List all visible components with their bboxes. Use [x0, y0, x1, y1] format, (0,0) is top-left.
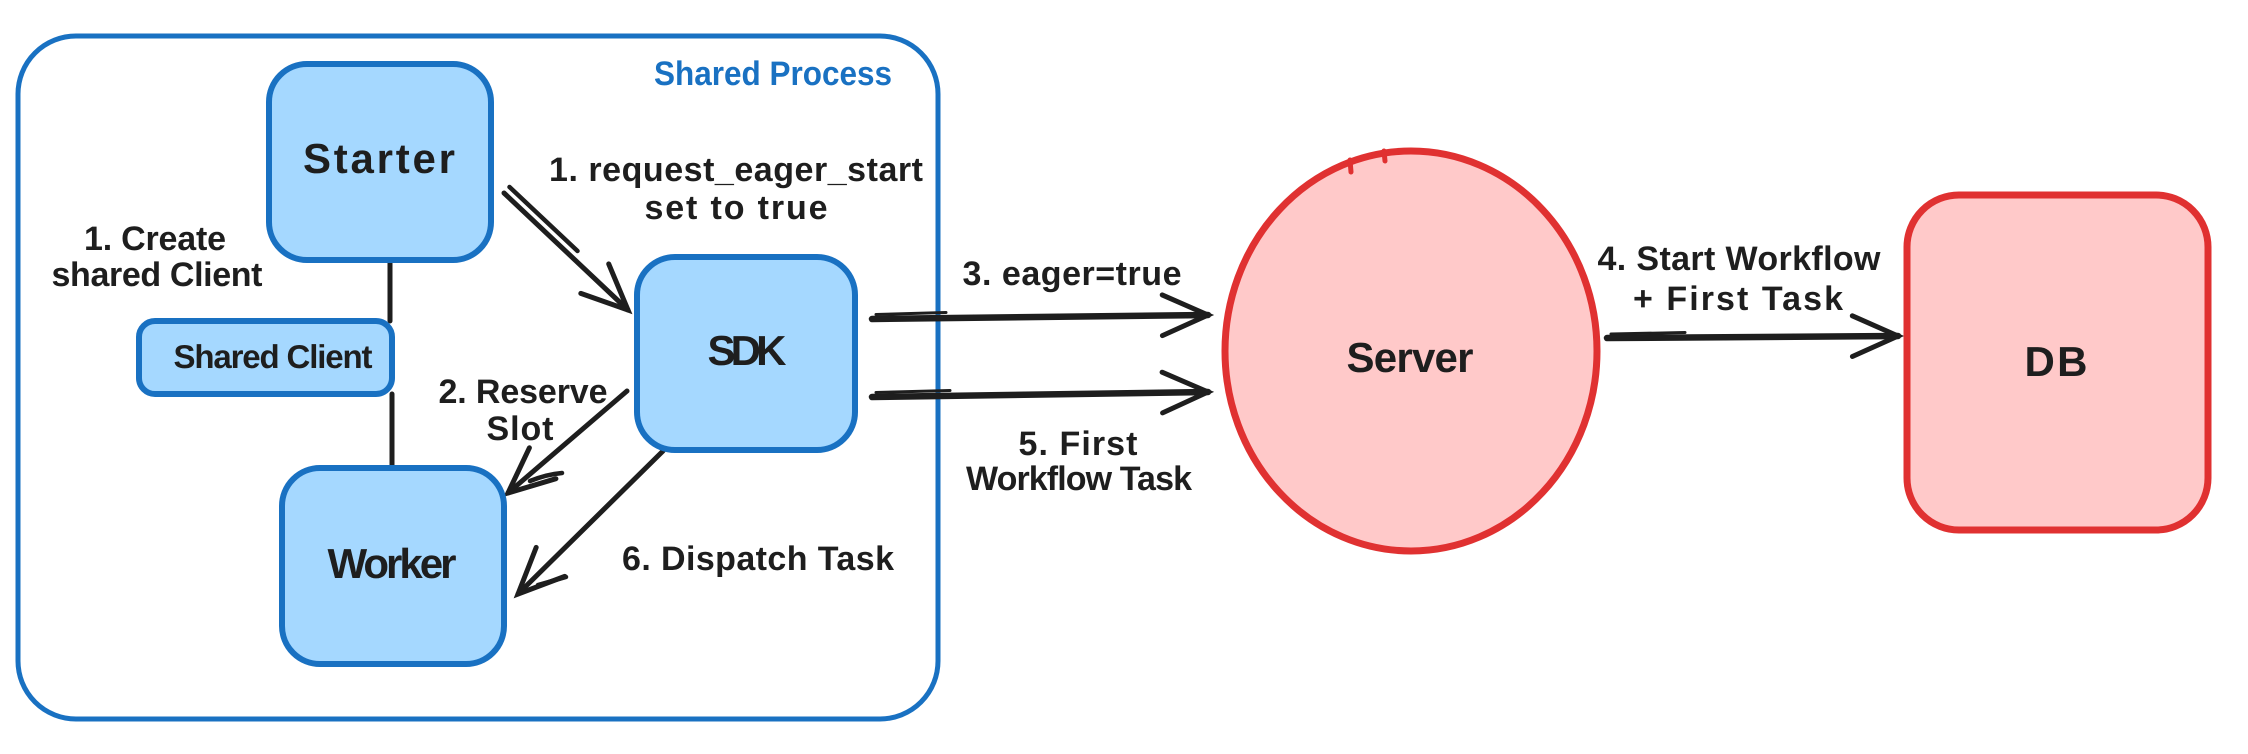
svg-text:3. eager=true: 3. eager=true	[963, 255, 1182, 293]
svg-text:1. request_eager_start: 1. request_eager_start	[549, 151, 923, 189]
svg-text:Workflow Task: Workflow Task	[966, 460, 1192, 498]
svg-text:SDK: SDK	[708, 327, 787, 374]
svg-text:shared Client: shared Client	[52, 256, 263, 294]
svg-text:Shared Client: Shared Client	[174, 338, 373, 375]
svg-text:set to true: set to true	[645, 189, 828, 227]
svg-text:2. Reserve: 2. Reserve	[439, 373, 608, 411]
svg-text:Server: Server	[1347, 334, 1474, 381]
svg-text:5. First: 5. First	[1019, 425, 1138, 463]
svg-text:Slot: Slot	[487, 410, 554, 448]
svg-text:+ First Task: + First Task	[1633, 280, 1843, 318]
svg-text:Worker: Worker	[328, 540, 457, 587]
svg-text:Starter: Starter	[303, 135, 455, 182]
svg-text:4. Start Workflow: 4. Start Workflow	[1598, 240, 1882, 278]
svg-text:Shared Process: Shared Process	[654, 55, 892, 93]
svg-text:6. Dispatch Task: 6. Dispatch Task	[622, 540, 894, 578]
svg-text:1. Create: 1. Create	[84, 220, 226, 258]
